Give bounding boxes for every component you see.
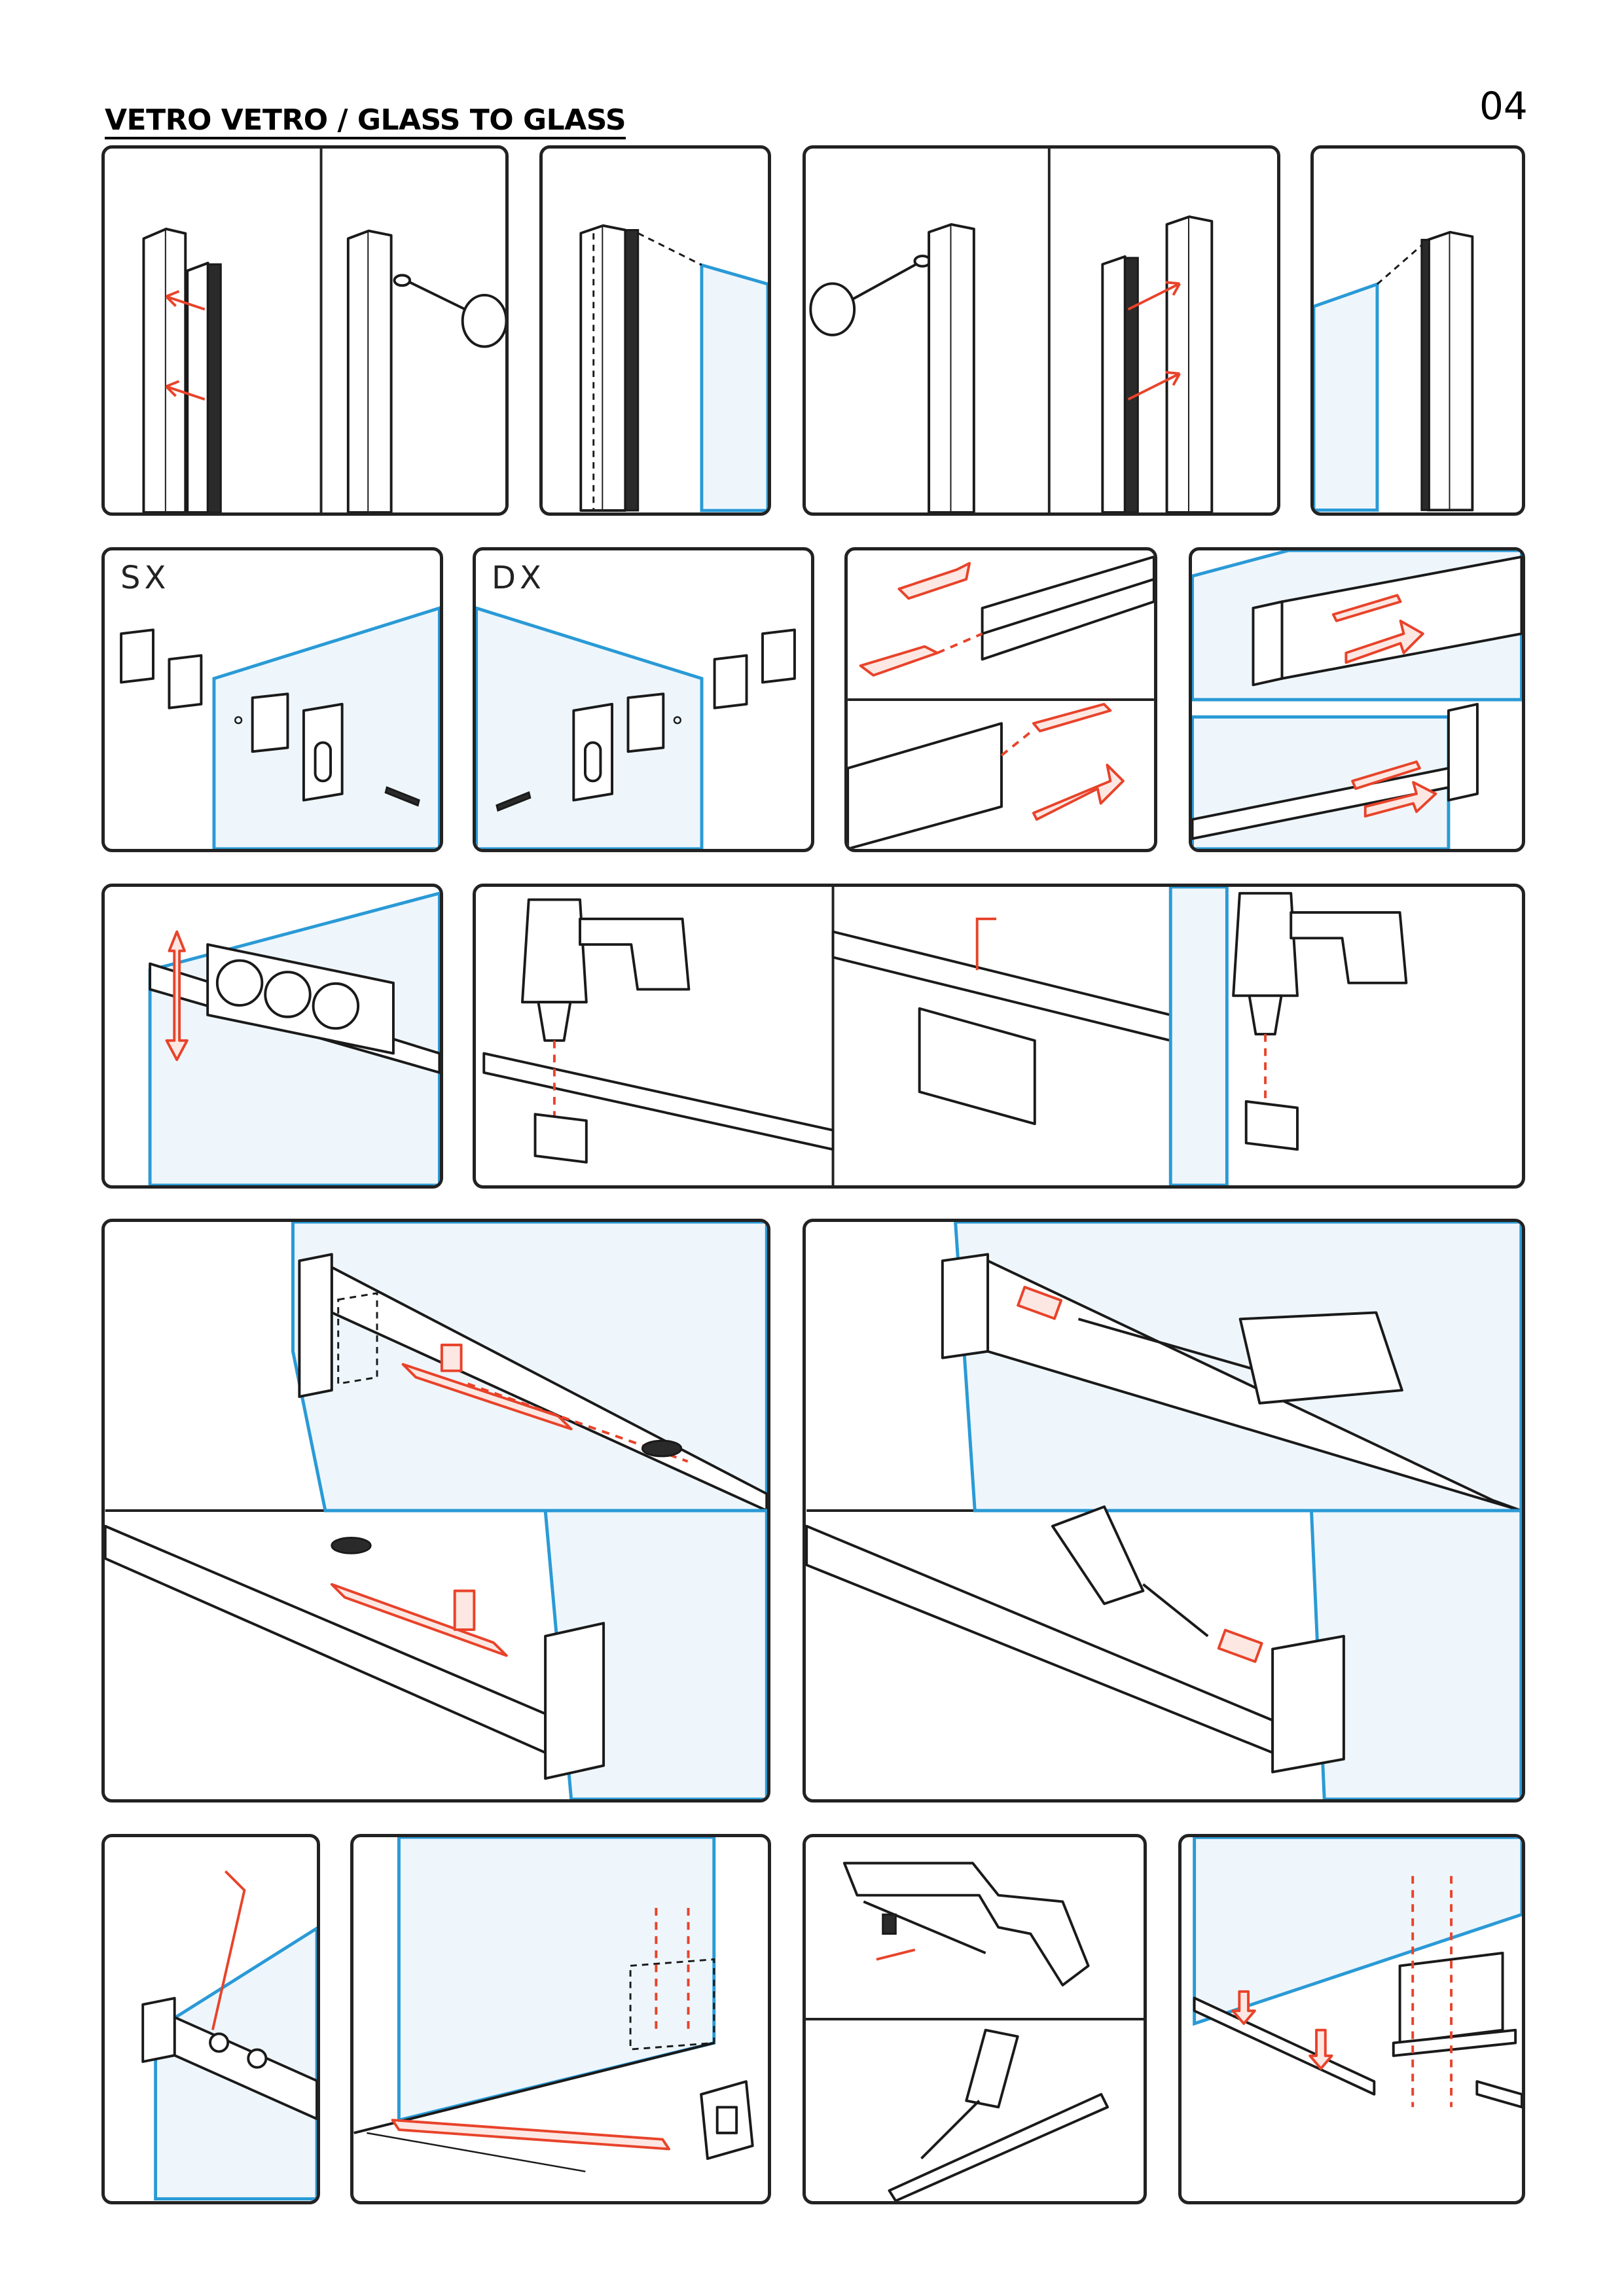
page-number: 04	[1479, 84, 1528, 128]
sx-brackets-illustration	[120, 606, 440, 849]
step-panel-insert-connector	[101, 1219, 770, 1803]
step-panel-hex-key	[101, 1834, 320, 2204]
step-panel-level-check	[101, 884, 443, 1189]
page-title: VETRO VETRO / GLASS TO GLASS	[105, 103, 626, 139]
saw-seal-illustration	[806, 1861, 1144, 2201]
insert-connector-illustration	[105, 1222, 767, 1799]
step-panel-bottom-seal	[1178, 1834, 1525, 2204]
dx-brackets-illustration	[476, 606, 796, 849]
sx-label: SX	[120, 560, 170, 596]
tighten-connector-illustration	[806, 1222, 1522, 1799]
step-panel-screw-profile	[803, 145, 1280, 516]
step-panel-tighten-connector	[803, 1219, 1525, 1803]
hex-key-illustration	[141, 1870, 317, 2200]
step-panel-dx-brackets: DX	[473, 547, 814, 852]
step-panel-drill-clip	[473, 884, 1525, 1189]
profile-glass-illustration	[579, 224, 768, 512]
profile-mounted-illustration	[1314, 230, 1474, 512]
step-panel-profile-glass	[539, 145, 771, 516]
screw-profile-illustration	[809, 149, 1214, 512]
step-panel-sx-brackets: SX	[101, 547, 443, 852]
level-check-illustration	[148, 891, 440, 1185]
bottom-seal-illustration	[1193, 1837, 1522, 2109]
dx-label: DX	[492, 560, 545, 596]
step-panel-measure-cut	[350, 1834, 771, 2204]
step-panel-rail-ends	[1189, 547, 1525, 852]
rail-insert-illustration	[848, 555, 1154, 849]
step-panel-rail-insert	[844, 547, 1157, 852]
rail-ends-illustration	[1192, 550, 1522, 849]
measure-cut-illustration	[353, 1837, 754, 2173]
drill-clip-illustration	[482, 887, 1408, 1185]
step-panel-profile-mounted	[1310, 145, 1525, 516]
step-panel-profile-gasket	[101, 145, 509, 516]
step-panel-saw-seal	[803, 1834, 1147, 2204]
profile-gasket-illustration	[142, 149, 505, 512]
